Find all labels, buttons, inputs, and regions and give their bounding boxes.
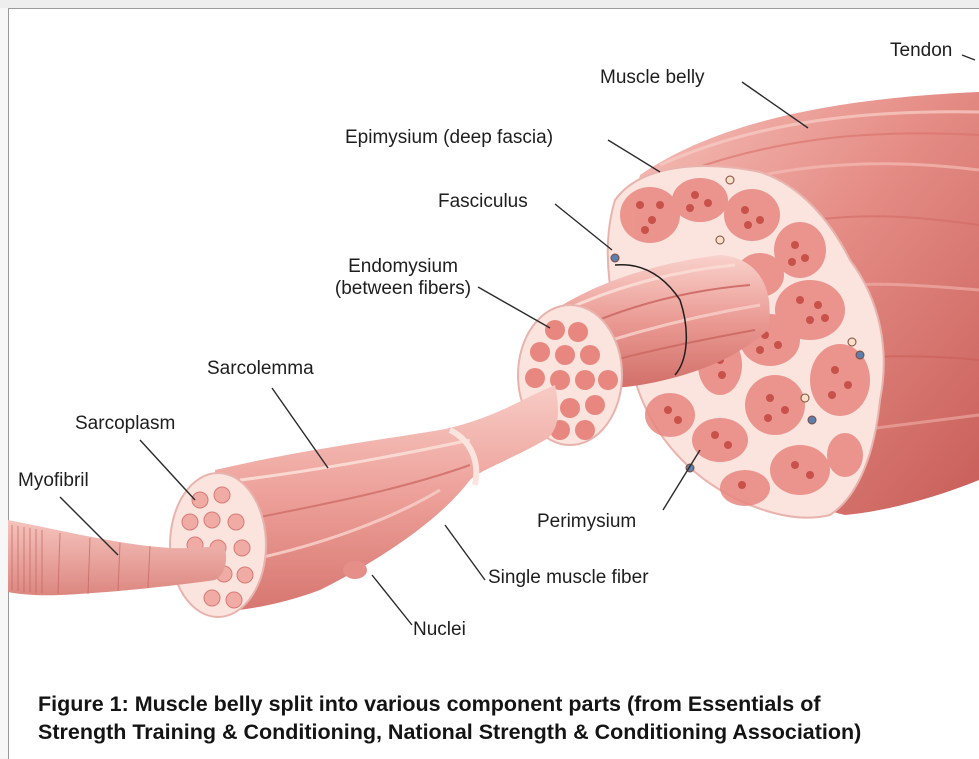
label-muscle-belly: Muscle belly	[600, 67, 705, 89]
caption-line-2: Strength Training & Conditioning, Nation…	[38, 718, 978, 746]
label-sarcolemma: Sarcolemma	[207, 358, 314, 380]
label-perimysium: Perimysium	[537, 511, 636, 533]
figure-caption: Figure 1: Muscle belly split into variou…	[38, 690, 978, 746]
label-nuclei: Nuclei	[413, 619, 466, 641]
label-endomysium-line1: Endomysium	[328, 256, 478, 278]
caption-line-1: Figure 1: Muscle belly split into variou…	[38, 690, 978, 718]
label-fasciculus: Fasciculus	[438, 191, 528, 213]
label-endomysium-line2: (between fibers)	[328, 278, 478, 300]
label-single-muscle-fiber: Single muscle fiber	[488, 567, 649, 589]
label-tendon: Tendon	[890, 40, 952, 62]
label-epimysium: Epimysium (deep fascia)	[345, 127, 553, 149]
label-myofibril: Myofibril	[18, 470, 89, 492]
label-endomysium: Endomysium (between fibers)	[328, 256, 478, 300]
label-sarcoplasm: Sarcoplasm	[75, 413, 175, 435]
